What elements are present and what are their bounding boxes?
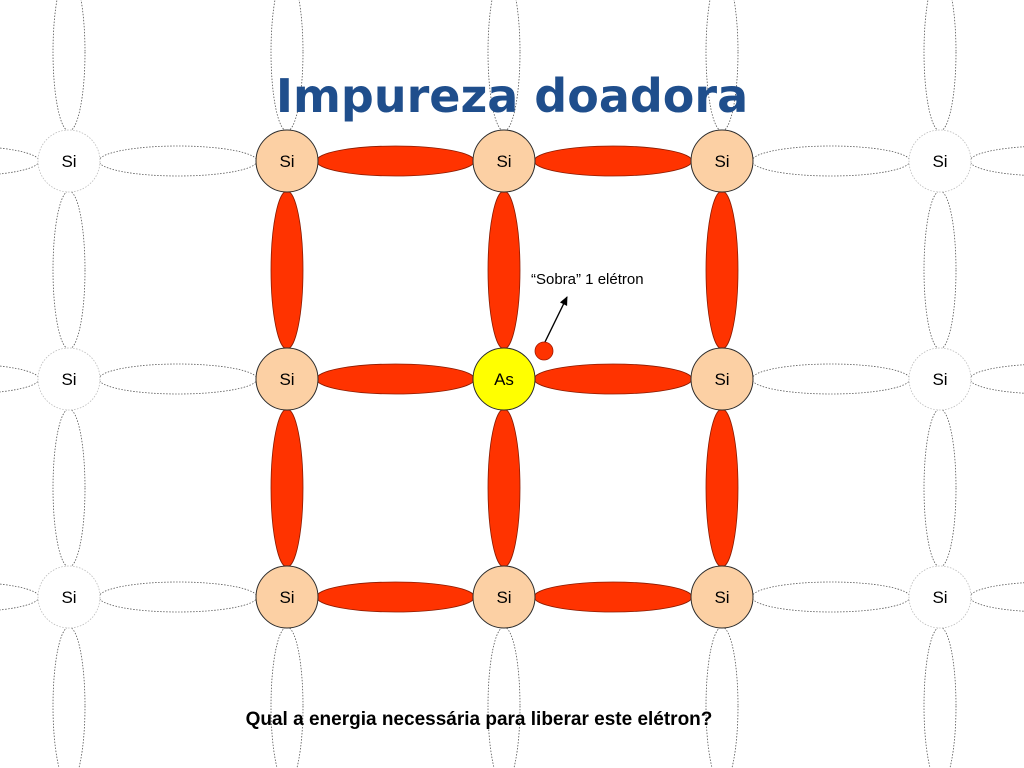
host-atom: [690, 347, 754, 411]
atom-label: Si: [61, 588, 76, 607]
slide-title: Impureza doadora: [275, 69, 749, 123]
bond-vertical: [487, 408, 521, 568]
bond-vertical: [705, 0, 739, 132]
host-atom: [255, 565, 319, 629]
atom-label: Si: [714, 152, 729, 171]
atom-label: Si: [279, 588, 294, 607]
bond-vertical: [923, 190, 957, 350]
extra-electron-label: “Sobra” 1 elétron: [531, 271, 644, 288]
bond-horizontal: [0, 365, 40, 393]
bond-horizontal: [533, 581, 693, 613]
bond-vertical: [52, 408, 86, 568]
bond-vertical: [705, 408, 739, 568]
extra-electron: [534, 341, 554, 361]
bond-horizontal: [98, 581, 258, 613]
host-atom: [908, 129, 972, 193]
bond-horizontal: [969, 582, 1024, 612]
atom-label: Si: [714, 588, 729, 607]
bond-horizontal: [316, 145, 475, 177]
bond-horizontal: [533, 145, 693, 177]
host-atom: [690, 565, 754, 629]
atom-label: Si: [496, 152, 511, 171]
atom-label: Si: [61, 370, 76, 389]
bond-vertical: [487, 0, 521, 132]
bond-horizontal: [316, 581, 475, 613]
bond-horizontal: [98, 145, 258, 177]
bond-horizontal: [969, 146, 1024, 176]
host-atom: [255, 347, 319, 411]
host-atom: [908, 565, 972, 629]
host-atom: [37, 129, 101, 193]
bond-horizontal: [751, 363, 911, 395]
atom-label: Si: [932, 588, 947, 607]
bond-horizontal: [533, 363, 693, 395]
atom-label: Si: [932, 370, 947, 389]
atom-label: Si: [279, 152, 294, 171]
bond-horizontal: [751, 581, 911, 613]
bond-horizontal: [0, 147, 40, 175]
bond-vertical: [52, 0, 86, 132]
bond-vertical: [923, 626, 957, 768]
bond-vertical: [705, 626, 739, 768]
bond-horizontal: [969, 364, 1024, 394]
bond-vertical: [52, 190, 86, 350]
impurity-atom: [472, 347, 536, 411]
atom-label: As: [494, 370, 514, 389]
host-atom: [37, 347, 101, 411]
host-atom: [690, 129, 754, 193]
atom-label: Si: [496, 588, 511, 607]
bond-vertical: [487, 626, 521, 768]
bond-vertical: [923, 0, 957, 132]
host-atom: [255, 129, 319, 193]
host-atom: [472, 129, 536, 193]
annotation-arrow: [543, 296, 568, 345]
host-atom: [37, 565, 101, 629]
bond-horizontal: [0, 583, 40, 611]
atom-label: Si: [279, 370, 294, 389]
atom-label: Si: [61, 152, 76, 171]
atom-label: Si: [932, 152, 947, 171]
atom-label: Si: [714, 370, 729, 389]
host-atom: [908, 347, 972, 411]
host-atom: [472, 565, 536, 629]
question-text: Qual a energia necessária para liberar e…: [245, 709, 713, 730]
bond-vertical: [270, 190, 304, 350]
bond-horizontal: [751, 145, 911, 177]
bond-horizontal: [98, 363, 258, 395]
bond-vertical: [923, 408, 957, 568]
bond-vertical: [487, 190, 521, 350]
bond-horizontal: [316, 363, 475, 395]
bond-vertical: [270, 408, 304, 568]
bond-vertical: [270, 0, 304, 132]
bond-vertical: [270, 626, 304, 768]
bond-vertical: [705, 190, 739, 350]
bond-vertical: [52, 626, 86, 768]
